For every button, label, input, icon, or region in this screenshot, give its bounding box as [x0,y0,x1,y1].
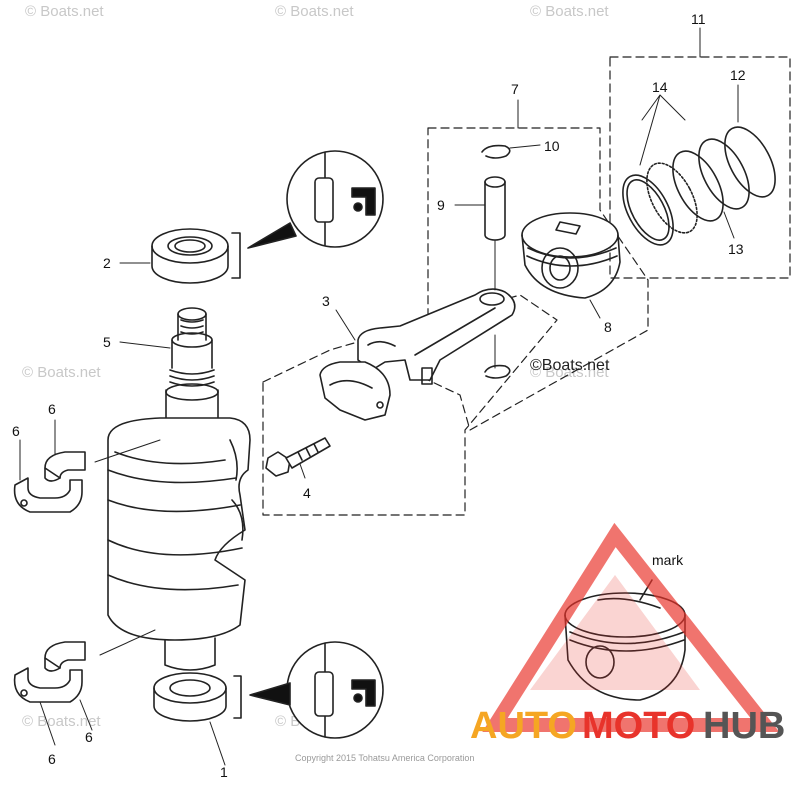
rod-bolt [265,437,331,477]
logo-part-auto: AUTO [470,705,577,747]
assembly-boundaries [262,56,791,516]
watermark-layer: © Boats.net © Boats.net © Boats.net © Bo… [22,3,609,730]
crank-bearing-lower-set [13,641,86,703]
connecting-rod [357,288,516,385]
callout-6: 6 [12,423,20,439]
piston-pin-clip-upper [481,144,511,159]
watermark-text: © Boats.net [275,3,354,20]
callout-3: 3 [322,293,330,309]
piston-pin-clip-lower [484,364,511,379]
watermark-text: © Boats.net [530,364,609,381]
piston [521,212,621,299]
seal-detail-circle-upper [247,150,384,249]
callout-5: 5 [103,334,111,350]
copyright-text: Copyright 2015 Tohatsu America Corporati… [295,753,474,763]
callout-12: 12 [730,67,746,83]
crankshaft [107,307,251,671]
watermark-text: © Boats.net [530,3,609,20]
callout-layer: 2 5 3 4 7 10 9 8 11 12 14 13 6 6 6 6 1 [12,11,746,780]
piston-pin [484,176,506,241]
callout-6: 6 [85,729,93,745]
callout-4: 4 [303,485,311,501]
callout-7: 7 [511,81,519,97]
logo-wordmark: AUTO MOTO HUB [470,705,785,747]
callout-1: 1 [220,764,228,780]
callout-10: 10 [544,138,560,154]
seal-detail-circle-lower [249,641,384,739]
inset-piston-mark [564,579,686,701]
inset-mark-label: mark [652,552,684,568]
leader-lines [19,27,739,766]
center-watermark: ©Boats.net [530,357,610,374]
callout-2: 2 [103,255,111,271]
watermark-text: © Boats.net [25,3,104,20]
watermark-text: © Boats.net [22,364,101,381]
oil-seal-lower [153,672,242,722]
autmotohub-logo [482,522,780,732]
connecting-rod-cap [319,361,391,421]
callout-13: 13 [728,241,744,257]
callout-6: 6 [48,751,56,767]
callout-6: 6 [48,401,56,417]
logo-part-moto: MOTO [582,705,695,747]
oil-seal-upper [151,228,241,284]
piston-rings [622,126,776,246]
callout-14: 14 [652,79,668,95]
callout-9: 9 [437,197,445,213]
callout-11: 11 [691,11,706,27]
crank-bearing-upper-set [13,451,86,513]
callout-8: 8 [604,319,612,335]
logo-part-hub: HUB [703,705,785,747]
watermark-text: © Boats.net [22,713,101,730]
